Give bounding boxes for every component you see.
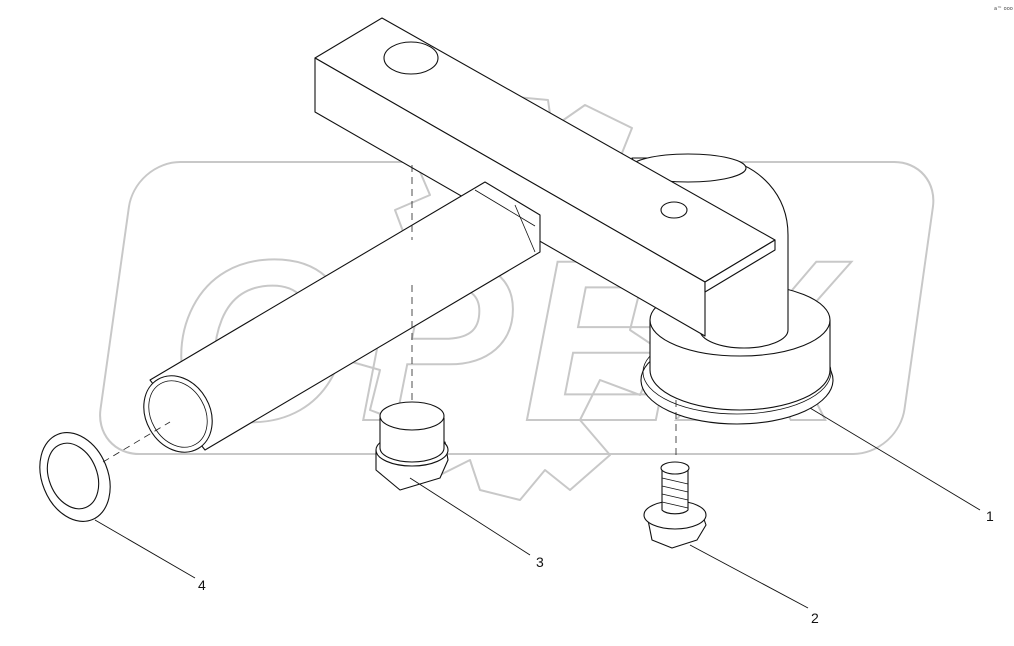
callout-4: 4	[198, 577, 206, 593]
leader-3	[409, 477, 531, 556]
leader-1	[809, 407, 981, 511]
part-2-bolt	[643, 461, 707, 549]
plate-hole-large	[383, 41, 439, 75]
tube-opening	[143, 375, 213, 453]
corner-mark: a™ ooo	[994, 6, 1013, 12]
callout-3: 3	[536, 554, 544, 570]
assembly-axes	[102, 165, 677, 463]
plate-hole-small	[660, 201, 688, 219]
part-4-washer	[39, 432, 111, 522]
leader-2	[689, 544, 809, 609]
leader-lines	[94, 407, 981, 609]
leader-4	[94, 519, 196, 579]
part-3-plug	[375, 401, 449, 491]
callouts: 1 2 3 4	[198, 508, 994, 626]
callout-2: 2	[811, 610, 819, 626]
part-1-bracket-assembly	[143, 17, 834, 453]
callout-1: 1	[986, 508, 994, 524]
